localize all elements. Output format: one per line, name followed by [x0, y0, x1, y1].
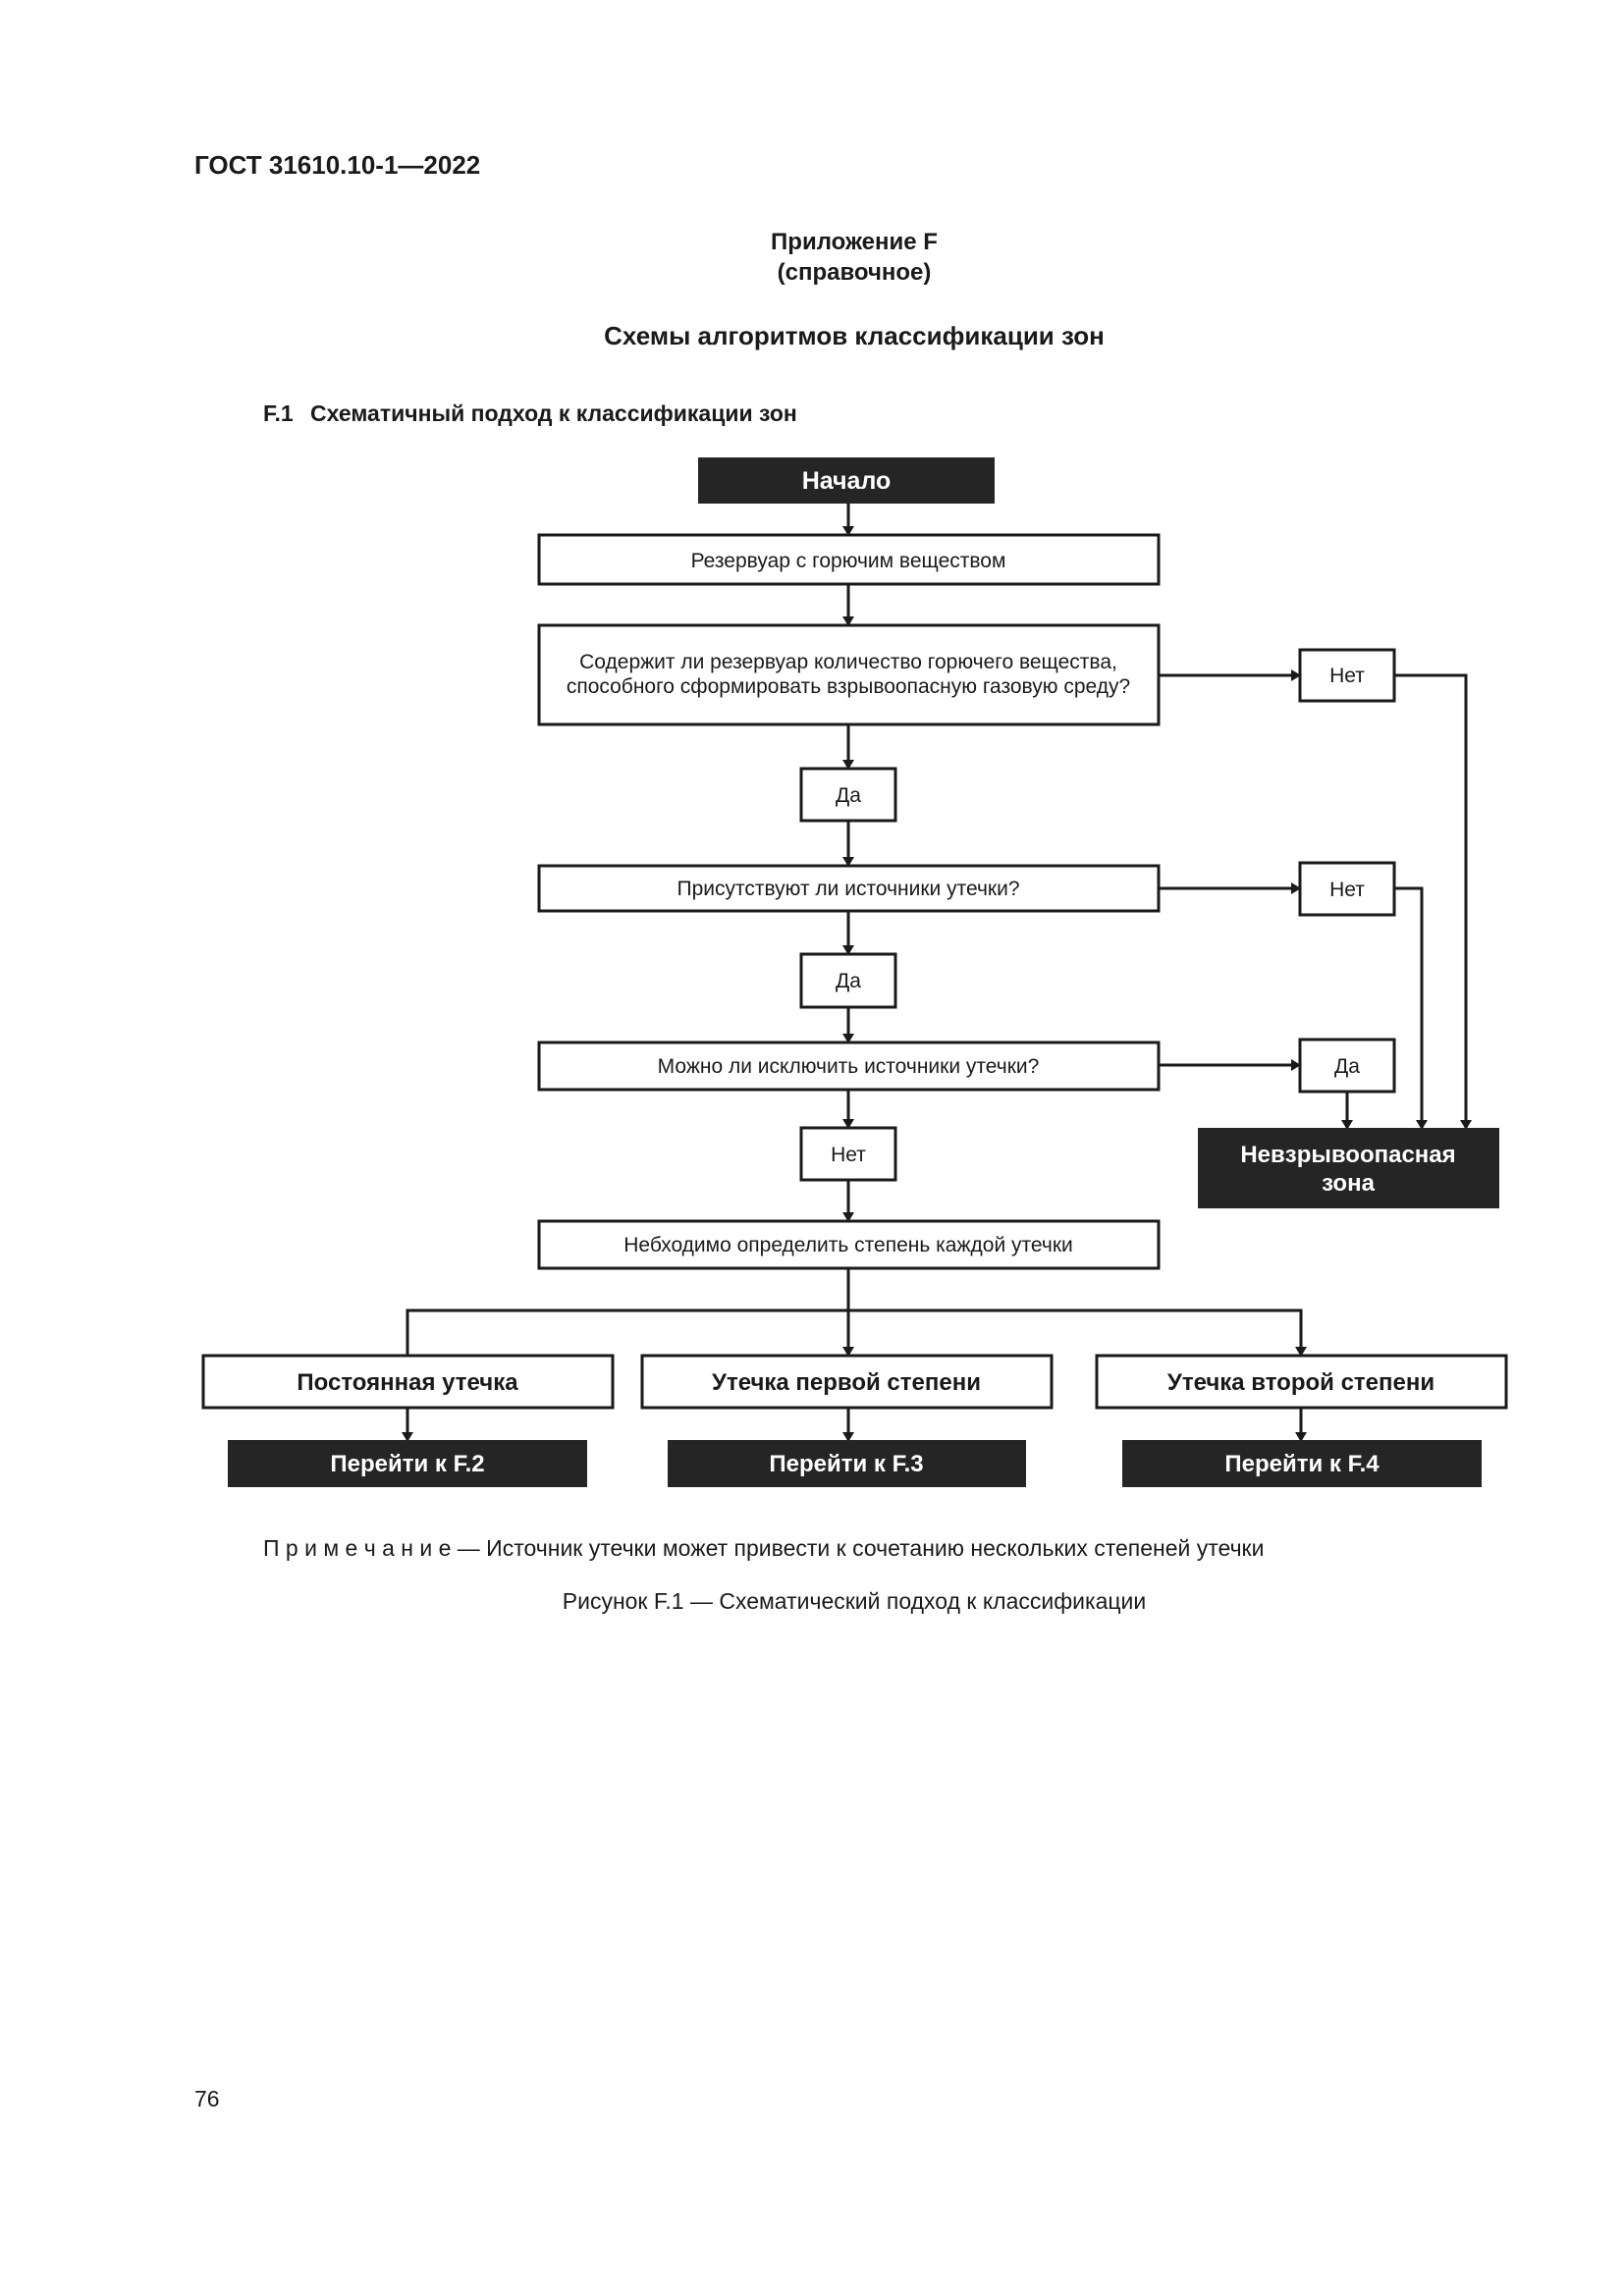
question-quantity: Содержит ли резервуар количество горючег…	[537, 623, 1161, 726]
goto-f4: Перейти к F.4	[1122, 1440, 1482, 1487]
page-number: 76	[194, 2086, 220, 2111]
goto-label: Перейти к F.2	[330, 1451, 484, 1477]
appendix-subtitle: (справочное)	[778, 259, 932, 286]
grade-label: Утечка первой степени	[712, 1369, 981, 1396]
goto-f3: Перейти к F.3	[668, 1440, 1026, 1487]
q1-yes-label: Да	[836, 784, 861, 807]
appendix-title: Приложение F	[771, 229, 938, 255]
note-text: — Источник утечки может привести к сочет…	[451, 1535, 1264, 1561]
note: П р и м е ч а н и е — Источник утечки мо…	[263, 1535, 1264, 1561]
grade-continuous: Постоянная утечка	[201, 1354, 615, 1410]
q3-no: Нет	[799, 1126, 897, 1182]
q2-no-label: Нет	[1329, 879, 1365, 901]
connectors	[402, 503, 1472, 1442]
q1-yes: Да	[799, 767, 897, 823]
goto-f2: Перейти к F.2	[228, 1440, 587, 1487]
question-exclude: Можно ли исключить источники утечки?	[537, 1041, 1161, 1092]
subsection-number: F.1	[263, 400, 294, 426]
start-node: Начало	[698, 457, 995, 504]
question-sources: Присутствуют ли источники утечки?	[537, 864, 1161, 913]
goto-label: Перейти к F.4	[1224, 1451, 1380, 1477]
question-line-1: Содержит ли резервуар количество горючег…	[579, 651, 1117, 673]
grade-primary: Утечка первой степени	[640, 1354, 1054, 1410]
q2-yes: Да	[799, 952, 897, 1009]
grade-label: Утечка второй степени	[1167, 1369, 1435, 1396]
step-container-label: Резервуар с горючим веществом	[691, 550, 1006, 572]
grade-secondary: Утечка второй степени	[1095, 1354, 1508, 1410]
q2-no: Нет	[1298, 861, 1396, 917]
section-title: Схемы алгоритмов классификации зон	[604, 321, 1105, 350]
q1-no-label: Нет	[1329, 665, 1365, 687]
non-hazardous-line-1: Невзрывоопасная	[1240, 1142, 1455, 1168]
q2-yes-label: Да	[836, 970, 861, 992]
subsection-title: Схематичный подход к классификации зон	[310, 400, 797, 426]
non-hazardous-line-2: зона	[1322, 1170, 1375, 1197]
q3-yes: Да	[1298, 1038, 1396, 1094]
question-exclude-label: Можно ли исключить источники утечки?	[658, 1055, 1040, 1078]
document-id: ГОСТ 31610.10-1—2022	[194, 150, 480, 180]
grade-label: Постоянная утечка	[297, 1369, 518, 1396]
step-determine-grade-label: Небходимо определить степень каждой утеч…	[623, 1234, 1073, 1256]
figure-caption: Рисунок F.1 — Схематический подход к кла…	[563, 1588, 1146, 1614]
q3-no-label: Нет	[831, 1144, 866, 1166]
step-determine-grade: Небходимо определить степень каждой утеч…	[537, 1219, 1161, 1270]
note-label: П р и м е ч а н и е	[263, 1535, 451, 1561]
step-container: Резервуар с горючим веществом	[537, 533, 1161, 586]
goto-label: Перейти к F.3	[769, 1451, 923, 1477]
start-label: Начало	[802, 467, 892, 495]
question-line-2: способного сформировать взрывоопасную га…	[567, 675, 1130, 698]
non-hazardous-zone: Невзрывоопасная зона	[1198, 1128, 1499, 1208]
q1-no: Нет	[1298, 648, 1396, 703]
question-sources-label: Присутствуют ли источники утечки?	[677, 878, 1019, 900]
q3-yes-label: Да	[1334, 1055, 1360, 1078]
